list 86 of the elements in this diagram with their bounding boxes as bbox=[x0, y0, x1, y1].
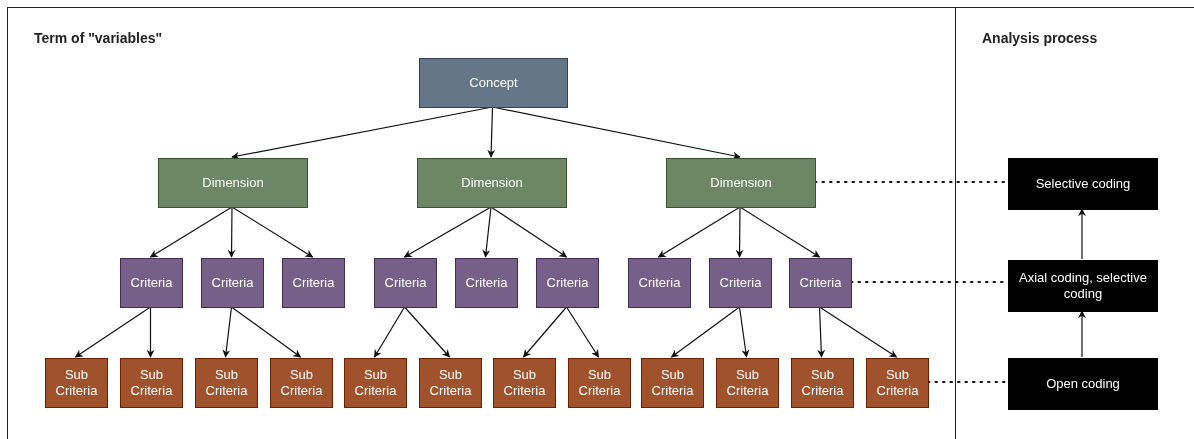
box-label: Sub Criteria bbox=[875, 366, 920, 400]
box-label: Sub Criteria bbox=[577, 366, 622, 400]
box-label: Sub Criteria bbox=[279, 366, 324, 400]
dotted-line bbox=[814, 181, 1008, 183]
sub-criteria-box bbox=[344, 358, 407, 408]
arrow bbox=[487, 106, 496, 158]
box-label: Criteria bbox=[546, 274, 589, 292]
arrow bbox=[817, 306, 826, 358]
box-label: Criteria bbox=[130, 274, 173, 292]
sub-criteria-box bbox=[641, 358, 704, 408]
box-label: Sub Criteria bbox=[204, 366, 249, 400]
arrow bbox=[231, 206, 314, 258]
box-label: Dimension bbox=[202, 174, 264, 192]
panel-frame bbox=[955, 7, 1194, 439]
box-label: Concept bbox=[469, 74, 518, 92]
arrow bbox=[373, 306, 406, 358]
sub-criteria-box bbox=[195, 358, 258, 408]
criteria-box bbox=[282, 258, 345, 308]
box-label: Selective coding bbox=[1035, 175, 1131, 193]
arrow bbox=[146, 306, 155, 358]
criteria-box bbox=[374, 258, 437, 308]
arrow bbox=[149, 206, 233, 258]
coding-box bbox=[1008, 158, 1158, 210]
arrow bbox=[1078, 310, 1086, 358]
arrow bbox=[403, 306, 451, 358]
box-label: Criteria bbox=[292, 274, 335, 292]
criteria-box bbox=[201, 258, 264, 308]
box-label: Sub Criteria bbox=[502, 366, 547, 400]
sub-criteria-box bbox=[120, 358, 183, 408]
box-label: Sub Criteria bbox=[725, 366, 770, 400]
sub-criteria-box bbox=[493, 358, 556, 408]
box-label: Sub Criteria bbox=[54, 366, 99, 400]
criteria-box bbox=[455, 258, 518, 308]
arrow bbox=[227, 206, 236, 258]
arrow bbox=[670, 306, 741, 358]
coding-box bbox=[1008, 358, 1158, 410]
arrow bbox=[1078, 208, 1086, 260]
arrow bbox=[482, 206, 492, 258]
sub-criteria-box bbox=[419, 358, 482, 408]
arrow bbox=[739, 206, 821, 258]
arrow bbox=[565, 306, 600, 358]
criteria-box bbox=[628, 258, 691, 308]
box-label: Dimension bbox=[461, 174, 523, 192]
box-label: Criteria bbox=[719, 274, 762, 292]
arrow bbox=[738, 306, 750, 358]
concept-box bbox=[419, 58, 568, 108]
panel-heading: Analysis process bbox=[982, 30, 1098, 46]
box-label: Criteria bbox=[384, 274, 427, 292]
box-label: Sub Criteria bbox=[353, 366, 398, 400]
arrow bbox=[522, 306, 568, 358]
box-label: Open coding bbox=[1046, 375, 1120, 393]
arrow bbox=[222, 306, 233, 358]
arrow bbox=[735, 206, 744, 258]
arrow bbox=[403, 206, 492, 258]
box-label: Axial coding, selective coding bbox=[1018, 269, 1148, 303]
panel-frame bbox=[7, 7, 955, 439]
box-label: Criteria bbox=[799, 274, 842, 292]
box-label: Sub Criteria bbox=[800, 366, 845, 400]
sub-criteria-box bbox=[791, 358, 854, 408]
arrow bbox=[490, 206, 568, 258]
box-label: Criteria bbox=[465, 274, 508, 292]
sub-criteria-box bbox=[270, 358, 333, 408]
criteria-box bbox=[120, 258, 183, 308]
dotted-line bbox=[927, 381, 1008, 383]
dimension-box bbox=[417, 158, 567, 208]
sub-criteria-box bbox=[866, 358, 929, 408]
dimension-box bbox=[158, 158, 308, 208]
dimension-box bbox=[666, 158, 816, 208]
sub-criteria-box bbox=[45, 358, 108, 408]
box-label: Sub Criteria bbox=[428, 366, 473, 400]
arrow bbox=[74, 306, 152, 358]
box-label: Sub Criteria bbox=[129, 366, 174, 400]
sub-criteria-box bbox=[568, 358, 631, 408]
coding-box bbox=[1008, 260, 1158, 312]
arrow bbox=[230, 306, 302, 358]
box-label: Criteria bbox=[638, 274, 681, 292]
sub-criteria-box bbox=[716, 358, 779, 408]
criteria-box bbox=[536, 258, 599, 308]
box-label: Criteria bbox=[211, 274, 254, 292]
panel-heading: Term of "variables" bbox=[34, 30, 163, 46]
criteria-box bbox=[709, 258, 772, 308]
criteria-box bbox=[789, 258, 852, 308]
arrow bbox=[657, 206, 741, 258]
box-label: Dimension bbox=[710, 174, 772, 192]
arrow bbox=[818, 306, 898, 358]
box-label: Sub Criteria bbox=[650, 366, 695, 400]
